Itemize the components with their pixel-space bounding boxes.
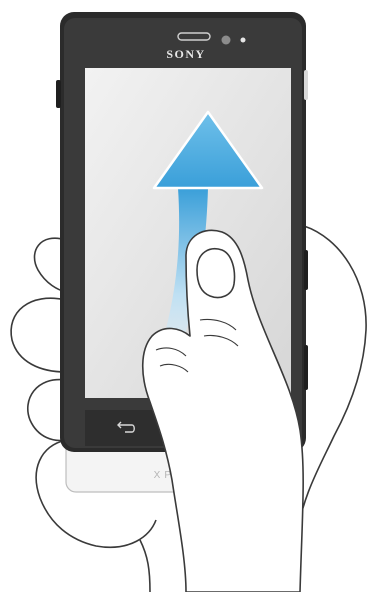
left-hand-lower bbox=[140, 540, 150, 592]
side-button-right-low bbox=[304, 345, 308, 390]
side-button-right-mid bbox=[304, 250, 308, 290]
brand-logo: SONY bbox=[166, 47, 205, 61]
fingernail bbox=[197, 249, 235, 298]
light-sensor bbox=[241, 38, 246, 43]
side-button-left bbox=[56, 80, 61, 108]
side-button-right-top bbox=[304, 70, 308, 100]
front-camera bbox=[222, 36, 231, 45]
left-finger-middle bbox=[11, 298, 66, 372]
